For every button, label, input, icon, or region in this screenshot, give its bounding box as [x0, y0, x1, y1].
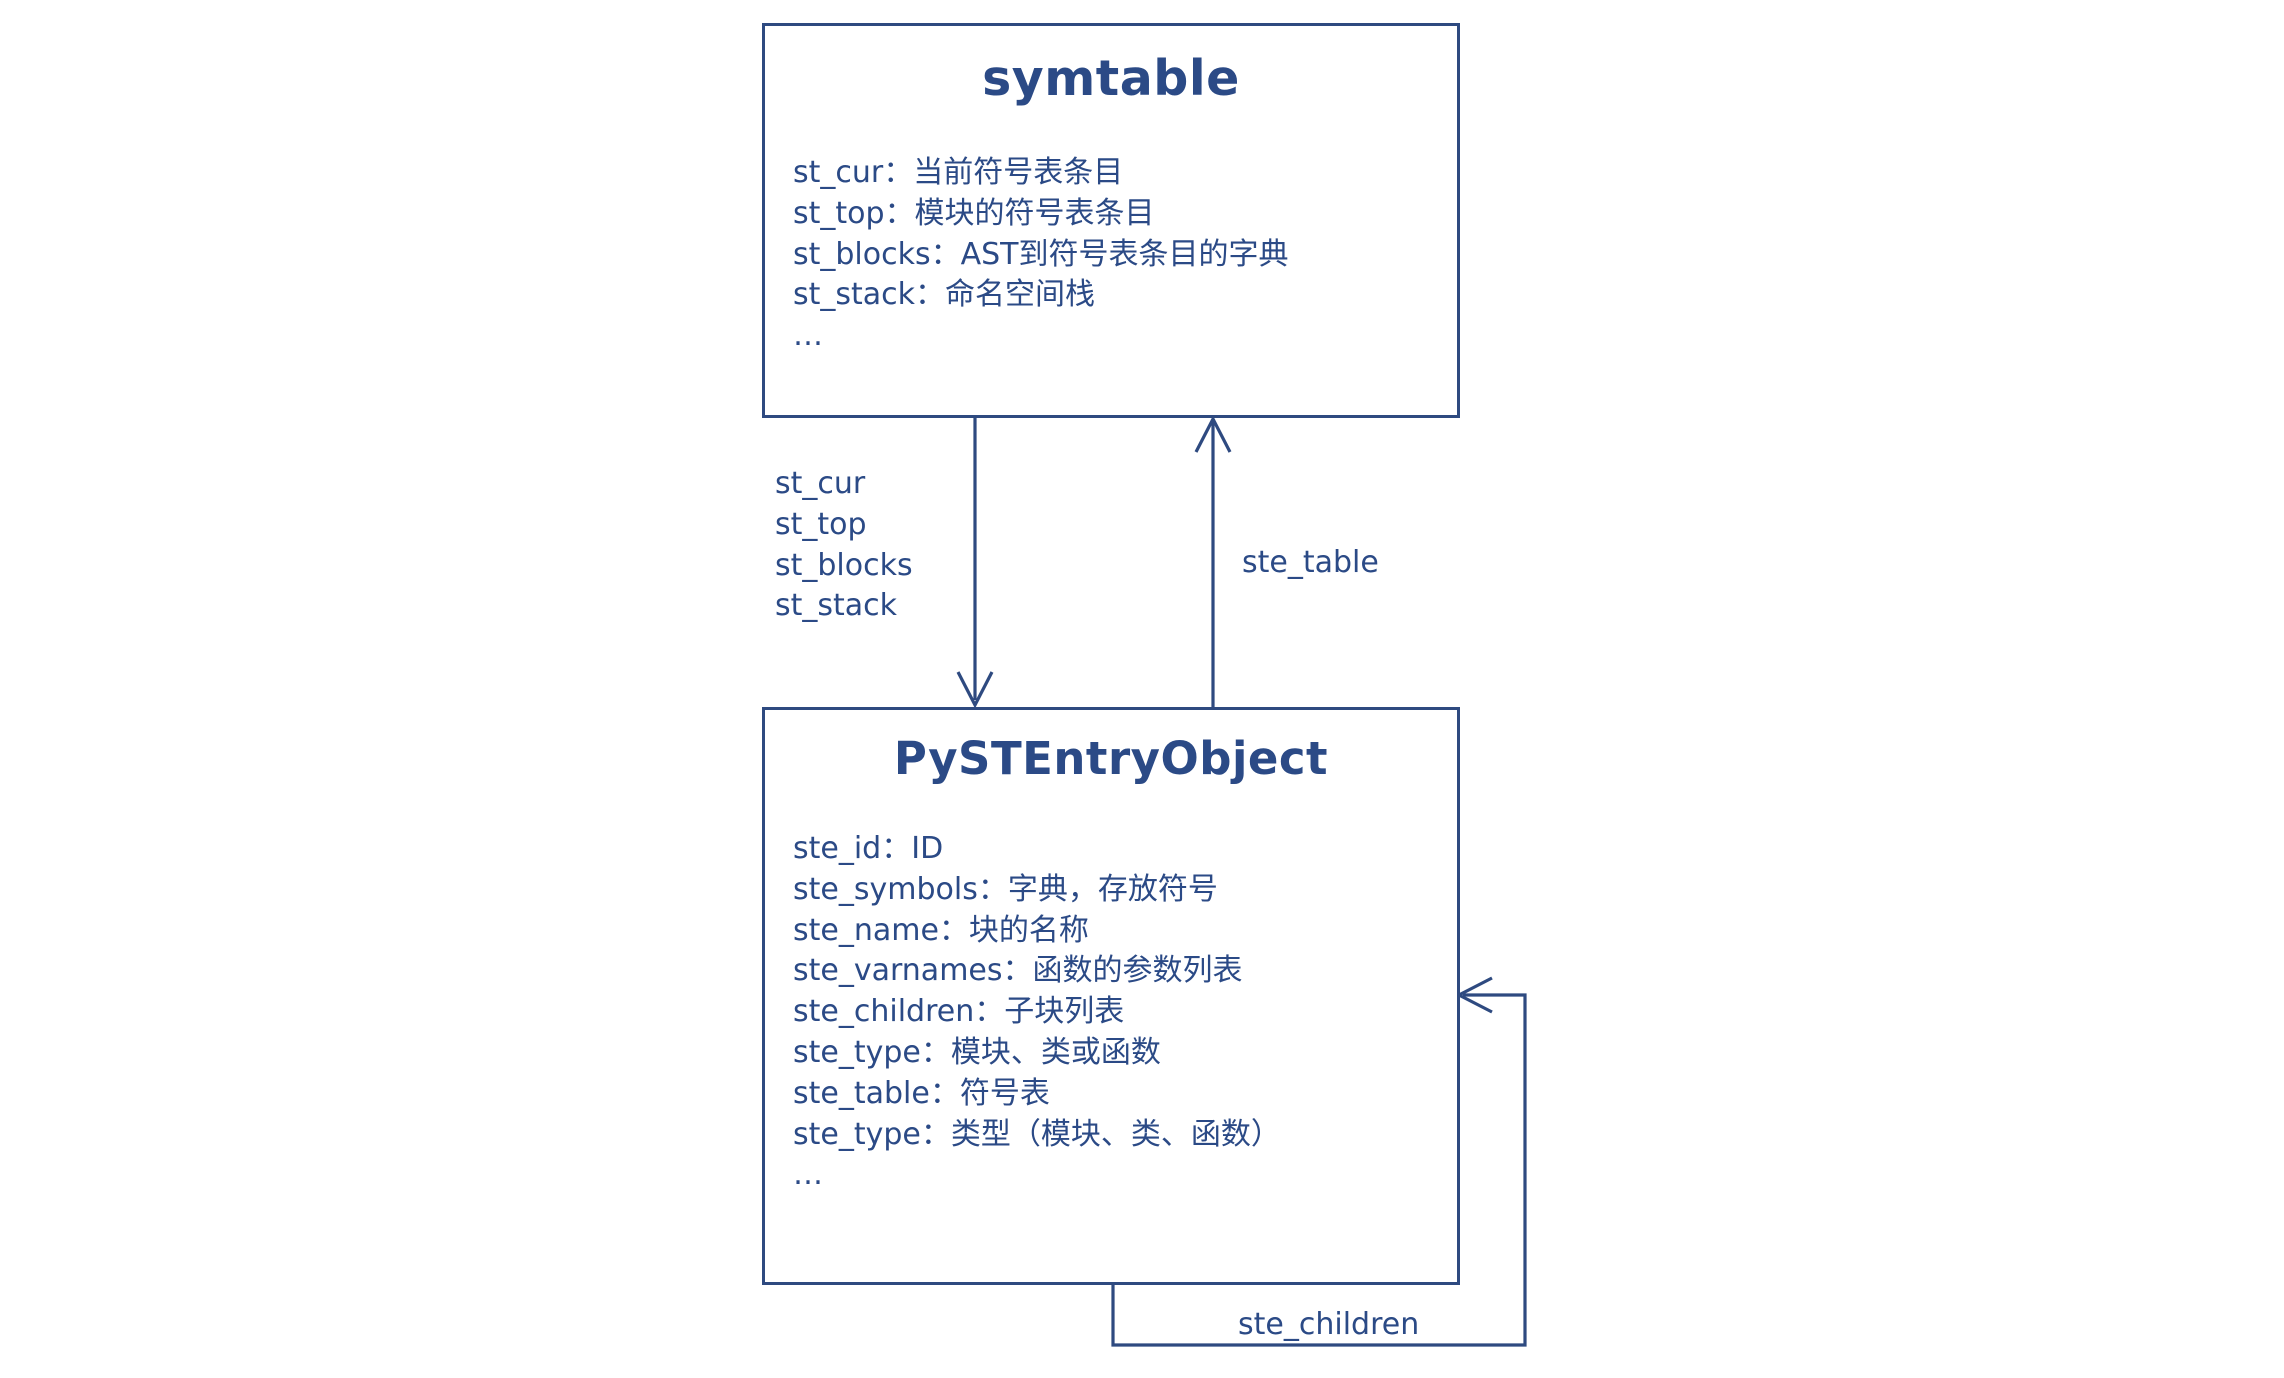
- field-item: st_top：模块的符号表条目: [793, 195, 1155, 231]
- field-item-ellipsis: …: [793, 318, 826, 354]
- edge-label-entry-to-symtable: ste_table: [1242, 545, 1379, 580]
- field-item: st_blocks：AST到符号表条目的字典: [793, 236, 1289, 272]
- node-pystentryobject[interactable]: PySTEntryObject ste_id：ID ste_symbols：字典…: [762, 707, 1460, 1285]
- node-symtable-title: symtable: [982, 50, 1240, 107]
- field-item: st_stack：命名空间栈: [793, 277, 1096, 313]
- field-item: ste_id：ID: [793, 831, 944, 866]
- field-item: ste_type：类型（模块、类、函数）: [793, 1116, 1281, 1152]
- edge-label-line: st_cur: [775, 466, 866, 501]
- field-item: st_cur：当前符号表条目: [793, 155, 1124, 190]
- edge-label-line: st_top: [775, 506, 867, 542]
- field-item: ste_type：模块、类或函数: [793, 1034, 1161, 1070]
- edge-label-line-list: st_cur st_top st_blocks st_stack: [775, 464, 913, 627]
- node-symtable-field-list: st_cur：当前符号表条目 st_top：模块的符号表条目 st_blocks…: [765, 153, 1457, 357]
- field-item: ste_name：块的名称: [793, 912, 1089, 948]
- field-item: ste_table：符号表: [793, 1075, 1050, 1111]
- field-item-ellipsis: …: [793, 1157, 826, 1193]
- edge-label-line: st_stack: [775, 588, 898, 624]
- edge-label-entry-self-loop: ste_children: [1238, 1307, 1420, 1342]
- node-pystentryobject-field-list: ste_id：ID ste_symbols：字典，存放符号 ste_name：块…: [765, 829, 1457, 1196]
- node-symtable[interactable]: symtable st_cur：当前符号表条目 st_top：模块的符号表条目 …: [762, 23, 1460, 418]
- node-pystentryobject-title: PySTEntryObject: [893, 732, 1329, 785]
- field-item: ste_children：子块列表: [793, 994, 1125, 1030]
- edge-label-line: st_blocks: [775, 547, 913, 583]
- field-item: ste_varnames：函数的参数列表: [793, 953, 1243, 989]
- edge-label-symtable-to-entry: st_cur st_top st_blocks st_stack: [775, 464, 913, 627]
- edge-entry-to-symtable: [1194, 415, 1232, 707]
- field-item: ste_symbols：字典，存放符号: [793, 871, 1218, 907]
- edge-symtable-to-entry: [956, 418, 994, 709]
